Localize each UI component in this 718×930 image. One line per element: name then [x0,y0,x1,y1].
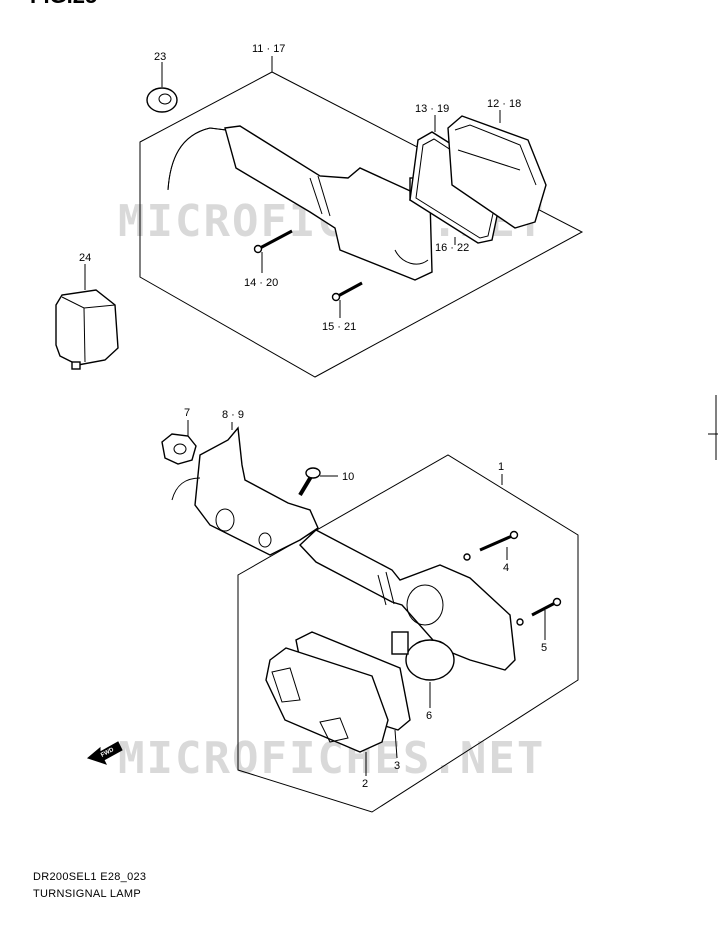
part-24-relay [55,289,119,370]
leader-lines-upper [84,56,501,318]
lower-assembly-frame [237,454,579,813]
diagram-title: TURNSIGNAL LAMP [33,888,142,900]
part-23-nut [146,87,178,113]
callout-5: 5 [541,642,547,654]
callout-8-9: 8 · 9 [222,409,244,421]
diagram-code: DR200SEL1 E28_023 [33,871,147,883]
callout-3: 3 [394,760,400,772]
part-2-lens [265,647,389,753]
part-5-screw [516,597,562,626]
callout-24: 24 [79,252,91,264]
part-14-20-screw [253,229,293,254]
part-1-lamp-body [299,529,516,671]
part-6-bulb [391,631,455,681]
leader-lines-lower [187,420,546,776]
callout-14-20: 14 · 20 [244,277,278,289]
part-4-screw [463,530,519,561]
callout-1: 1 [498,461,504,473]
part-10-bolt [298,467,321,497]
callout-7: 7 [184,407,190,419]
callout-16-22: 16 · 22 [435,242,469,254]
callout-4: 4 [503,562,509,574]
edge-marks [708,395,718,460]
callout-12-18: 12 · 18 [487,98,521,110]
callout-15-21: 15 · 21 [322,321,356,333]
figure-label: FIG.25 [30,0,97,8]
callout-23: 23 [154,51,166,63]
callout-13-19: 13 · 19 [415,103,449,115]
part-11-17-turnsignal-body [167,125,433,281]
callout-2: 2 [362,778,368,790]
callout-11-17: 11 · 17 [252,43,285,55]
part-8-9-bracket [171,426,319,556]
callout-6: 6 [426,710,432,722]
part-15-21-screw [331,281,363,302]
part-7-nut [161,433,197,465]
part-12-18-lens [447,115,547,229]
upper-assembly-frame [139,71,584,378]
fwd-arrow: FWD [86,741,123,765]
callout-10: 10 [342,471,354,483]
